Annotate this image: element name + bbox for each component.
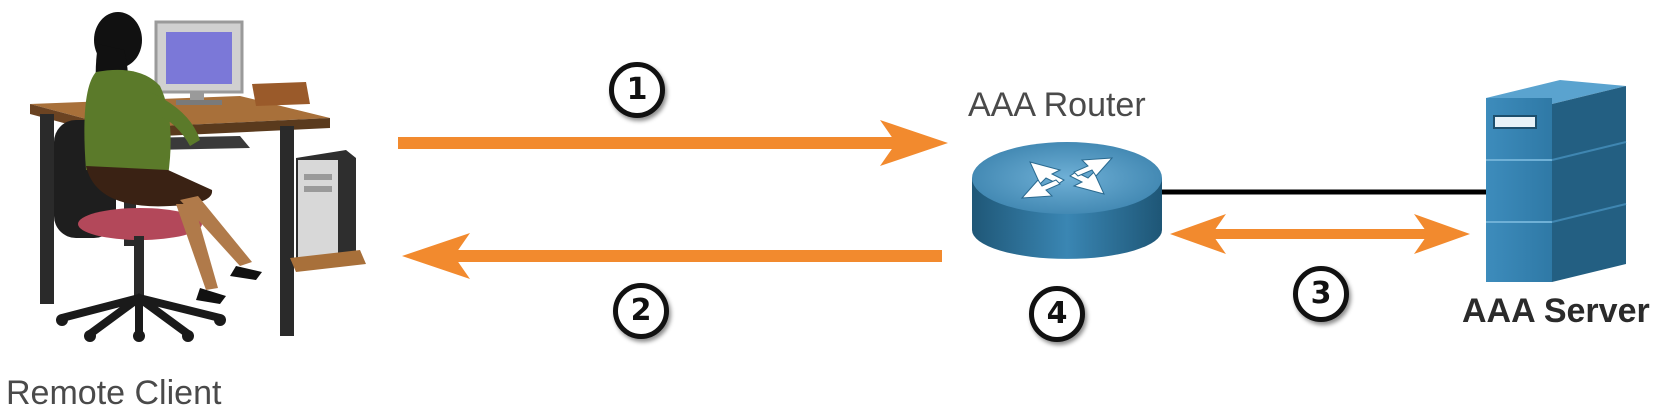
- step-3-badge: 3: [1293, 266, 1349, 322]
- step-4-badge: 4: [1029, 286, 1085, 342]
- step-2-badge: 2: [613, 283, 669, 339]
- arrow-request: [398, 120, 948, 166]
- remote-client-label: Remote Client: [6, 374, 222, 412]
- aaa-server-label: AAA Server: [1462, 292, 1650, 330]
- arrow-response: [402, 233, 942, 279]
- server-icon: [1486, 80, 1627, 282]
- arrow-router-server: [1170, 214, 1470, 254]
- router-icon: [972, 142, 1162, 259]
- remote-client-icon: [30, 12, 366, 342]
- step-1-badge: 1: [609, 62, 665, 118]
- aaa-router-label: AAA Router: [968, 86, 1146, 124]
